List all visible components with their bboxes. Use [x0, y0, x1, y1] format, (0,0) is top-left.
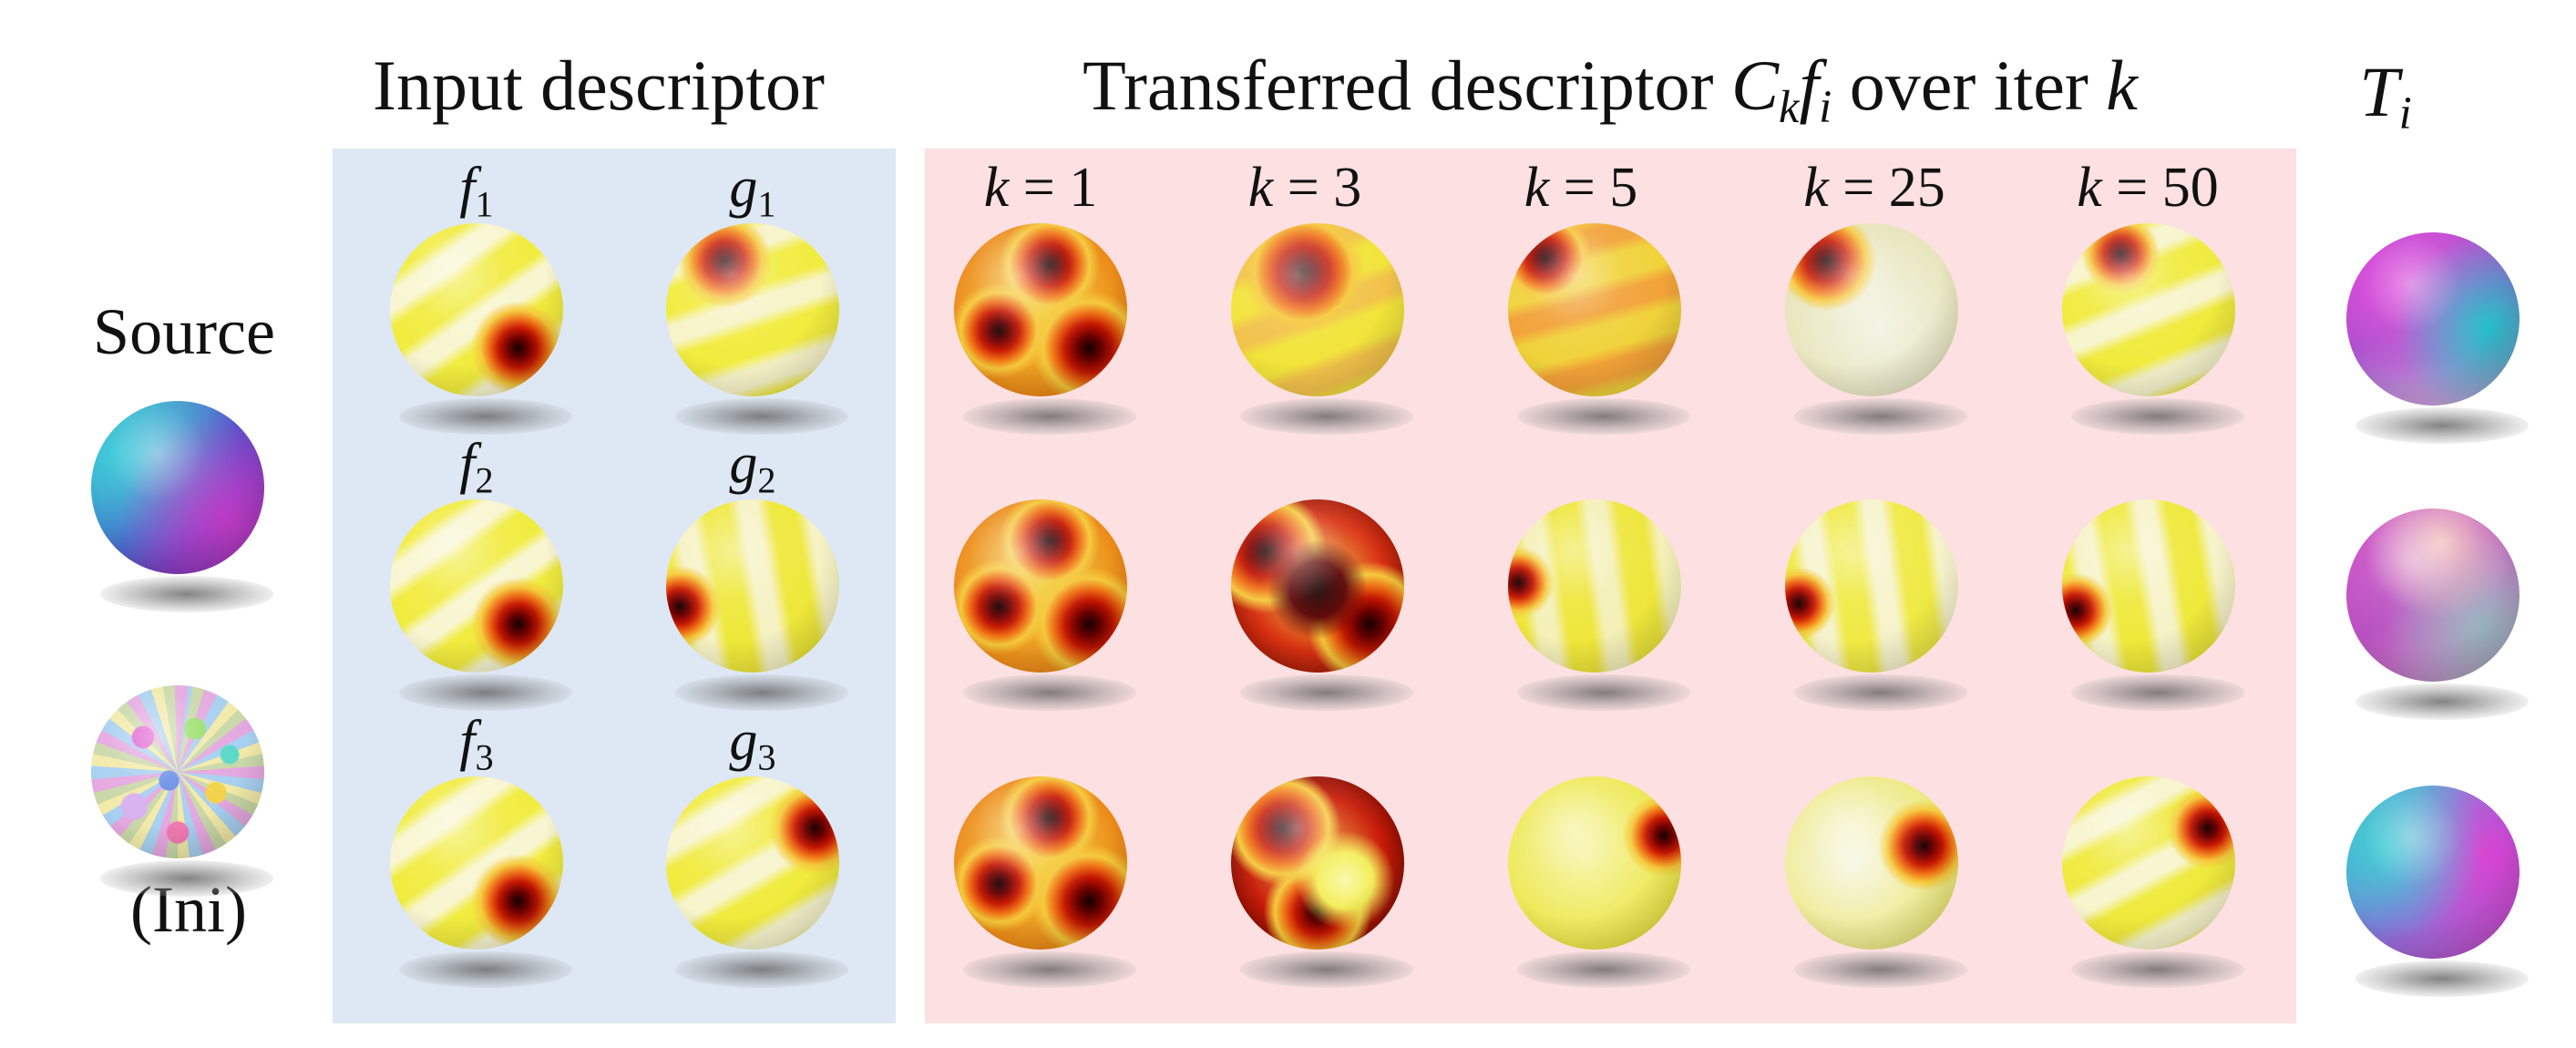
descriptor-label-g2: g2 — [729, 433, 776, 501]
target-map-row3-sphere — [2346, 786, 2529, 1013]
transferred-k50-row3-sphere — [2062, 776, 2244, 1004]
descriptor-label-f1: f1 — [459, 157, 494, 225]
sphere-shadow — [100, 860, 273, 897]
transferred-k3-row2-sphere — [1231, 499, 1413, 727]
sphere-ball — [954, 776, 1127, 950]
sphere-shadow — [675, 398, 848, 435]
descriptor-g3-sphere — [666, 776, 848, 1004]
sphere-ball — [666, 499, 839, 673]
sphere-shadow — [399, 398, 572, 435]
sphere-ball — [2062, 499, 2235, 673]
sphere-ball — [1508, 776, 1681, 950]
iteration-label-1: k = 1 — [983, 157, 1098, 219]
sphere-ball — [390, 223, 563, 396]
transferred-k5-row3-sphere — [1508, 776, 1690, 1004]
sphere-shadow — [675, 951, 848, 988]
sphere-shadow — [1517, 398, 1690, 435]
sphere-shadow — [100, 576, 273, 612]
descriptor-label-f3: f3 — [459, 710, 494, 778]
sphere-shadow — [963, 674, 1136, 711]
sphere-shadow — [399, 951, 572, 988]
transferred-k50-row1-sphere — [2062, 223, 2244, 451]
input-descriptor-title: Input descriptor — [372, 46, 826, 125]
descriptor-label-g1: g1 — [729, 157, 776, 225]
transferred-k25-row3-sphere — [1785, 776, 1967, 1004]
target-map-title: Ti — [2359, 52, 2412, 139]
sphere-shadow — [1240, 951, 1413, 988]
sphere-shadow — [2071, 951, 2244, 988]
transferred-k3-row3-sphere — [1231, 776, 1413, 1004]
transferred-k1-row1-sphere — [954, 223, 1136, 451]
descriptor-g2-sphere — [666, 499, 848, 727]
sphere-ball — [91, 685, 264, 858]
descriptor-label-g3: g3 — [729, 710, 776, 778]
sphere-ball — [666, 223, 839, 396]
descriptor-f3-sphere — [390, 776, 572, 1004]
sphere-shadow — [2355, 407, 2529, 444]
target-map-row1-sphere — [2346, 232, 2529, 460]
sphere-ball — [1785, 499, 1958, 673]
sphere-ball — [2346, 786, 2520, 959]
sphere-ball — [954, 223, 1127, 396]
descriptor-f2-sphere — [390, 499, 572, 727]
iteration-label-50: k = 50 — [2077, 157, 2219, 219]
sphere-shadow — [1240, 398, 1413, 435]
transferred-k5-row2-sphere — [1508, 499, 1690, 727]
source-label: Source — [93, 295, 275, 368]
target-map-row2-sphere — [2346, 509, 2529, 736]
sphere-shadow — [963, 398, 1136, 435]
sphere-ball — [1785, 776, 1958, 950]
iteration-label-5: k = 5 — [1524, 157, 1638, 219]
sphere-ball — [2062, 223, 2235, 396]
transferred-k1-row3-sphere — [954, 776, 1136, 1004]
transferred-k5-row1-sphere — [1508, 223, 1690, 451]
sphere-shadow — [2071, 398, 2244, 435]
descriptor-g1-sphere — [666, 223, 848, 451]
transferred-k25-row2-sphere — [1785, 499, 1967, 727]
source-ini-sphere — [91, 685, 273, 913]
sphere-shadow — [2071, 674, 2244, 711]
sphere-ball — [2346, 232, 2520, 406]
sphere-ball — [390, 776, 563, 950]
sphere-shadow — [1794, 398, 1967, 435]
sphere-shadow — [2355, 961, 2529, 997]
sphere-shadow — [2355, 683, 2529, 720]
descriptor-f1-sphere — [390, 223, 572, 451]
sphere-ball — [1231, 776, 1404, 950]
transferred-k3-row1-sphere — [1231, 223, 1413, 451]
sphere-ball — [1231, 499, 1404, 673]
iteration-label-3: k = 3 — [1247, 157, 1362, 219]
sphere-shadow — [1517, 674, 1690, 711]
sphere-ball — [1508, 499, 1681, 673]
iteration-label-25: k = 25 — [1803, 157, 1945, 219]
sphere-shadow — [1794, 951, 1967, 988]
sphere-ball — [91, 401, 264, 574]
sphere-ball — [954, 499, 1127, 673]
sphere-ball — [1785, 223, 1958, 396]
transferred-k1-row2-sphere — [954, 499, 1136, 727]
sphere-shadow — [399, 674, 572, 711]
sphere-ball — [390, 499, 563, 673]
sphere-shadow — [963, 951, 1136, 988]
transferred-k25-row1-sphere — [1785, 223, 1967, 451]
transferred-descriptor-title: Transferred descriptor Ckfi over iter k — [1083, 46, 2138, 133]
sphere-ball — [666, 776, 839, 950]
transferred-k50-row2-sphere — [2062, 499, 2244, 727]
sphere-ball — [2062, 776, 2235, 950]
sphere-ball — [1508, 223, 1681, 396]
descriptor-label-f2: f2 — [459, 433, 494, 501]
sphere-shadow — [1794, 674, 1967, 711]
sphere-ball — [2346, 509, 2520, 682]
sphere-shadow — [1517, 951, 1690, 988]
sphere-shadow — [675, 674, 848, 711]
sphere-ball — [1231, 223, 1404, 396]
source-rgb-sphere — [91, 401, 273, 629]
sphere-shadow — [1240, 674, 1413, 711]
